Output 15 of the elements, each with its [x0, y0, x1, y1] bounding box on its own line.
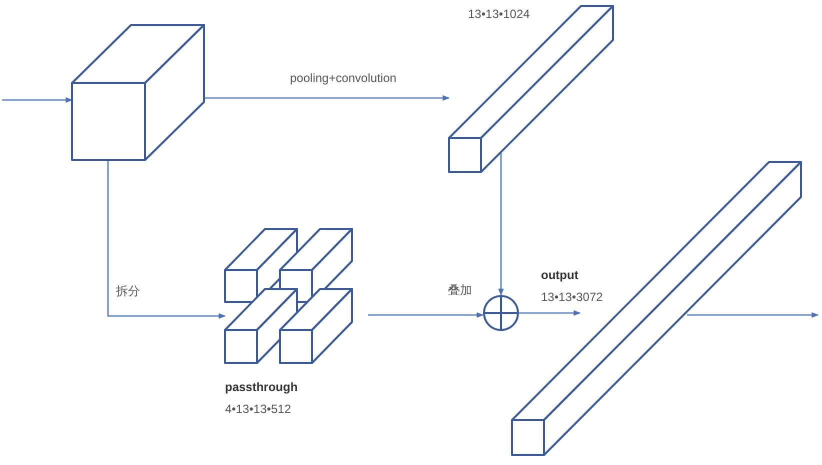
edge-label: 叠加: [446, 283, 474, 297]
edge-label: 拆分: [114, 284, 142, 298]
arrow: [519, 310, 581, 316]
arrow: [2, 97, 73, 103]
arrow: [498, 152, 504, 296]
arrow: [368, 312, 484, 318]
arrow: [205, 95, 450, 101]
dimension-text: 4•13•13•512: [225, 402, 291, 416]
arrow: [107, 161, 226, 319]
dimension-text: 13•13•1024: [468, 7, 530, 21]
arrow: [687, 312, 819, 318]
edge-label: pooling+convolution: [288, 71, 398, 85]
dimension-text: 13•13•3072: [541, 290, 603, 304]
layer-name: output: [541, 268, 578, 282]
layer-name: passthrough: [225, 380, 298, 394]
